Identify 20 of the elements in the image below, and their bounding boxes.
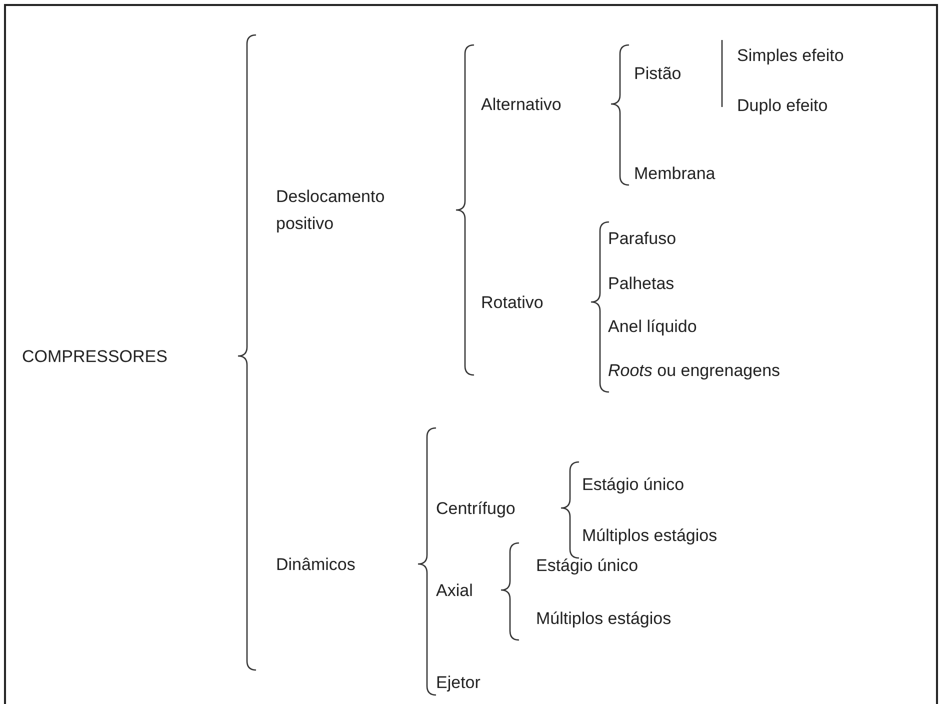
category-label: Axial (436, 580, 473, 602)
category-label: Membrana (634, 162, 716, 184)
category-label: Alternativo (481, 94, 562, 116)
category-label: Ejetor (436, 672, 480, 694)
category-label: COMPRESSORES (22, 346, 168, 368)
category-label: Rotativo (481, 292, 544, 314)
category-label: Parafuso (608, 228, 676, 250)
category-label: Múltiplos estágios (536, 608, 672, 630)
category-label: Anel líquido (608, 316, 697, 338)
category-label: Centrífugo (436, 498, 516, 520)
category-label: Múltiplos estágios (582, 524, 718, 546)
category-label: Roots ou engrenagens (608, 360, 780, 382)
category-label: Duplo efeito (737, 94, 828, 116)
category-label: Estágio único (582, 474, 684, 496)
category-label: Pistão (634, 62, 682, 84)
category-label: Simples efeito (737, 44, 844, 66)
category-label: Dinâmicos (276, 554, 356, 576)
category-label: Estágio único (536, 554, 638, 576)
category-label: Deslocamento positivo (276, 186, 386, 235)
category-label: Palhetas (608, 272, 674, 294)
